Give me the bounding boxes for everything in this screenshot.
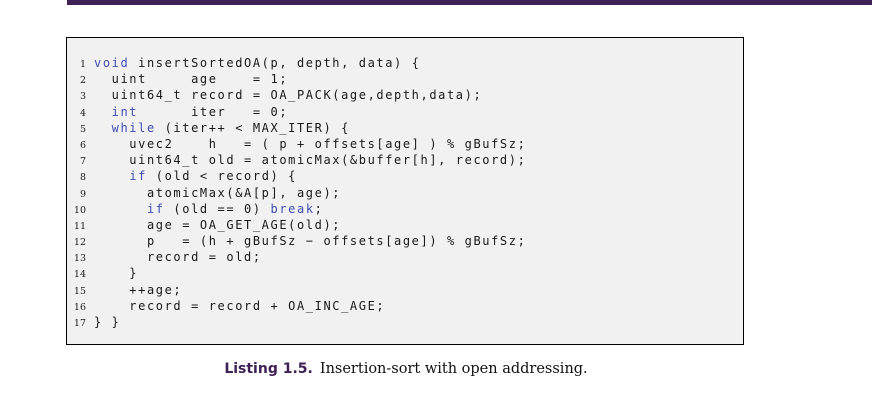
code-line: 14 }	[72, 266, 737, 282]
code-line: 8 if (old < record) {	[72, 169, 737, 185]
line-number: 17	[73, 318, 86, 329]
code-line: 7 uint64_t old = atomicMax(&buffer[h], r…	[72, 153, 737, 169]
code-line: 6 uvec2 h = ( p + offsets[age] ) % gBufS…	[72, 137, 737, 153]
page-header-rule	[67, 0, 872, 5]
line-number: 14	[73, 269, 86, 281]
code-line: 15 ++age;	[72, 283, 737, 299]
line-number: 16	[73, 301, 86, 313]
code-line: 2 uint age = 1;	[72, 72, 737, 88]
line-number: 11	[73, 220, 86, 232]
line-number: 12	[73, 237, 86, 249]
code-text: void insertSortedOA(p, depth, data) {	[94, 56, 421, 70]
code-area: 1 void insertSortedOA(p, depth, data) { 2 …	[67, 38, 743, 331]
code-line: 10 if (old == 0) break;	[72, 202, 737, 218]
listing-caption-text: Insertion-sort with open addressing.	[319, 361, 588, 377]
code-text: uvec2 h = ( p + offsets[age] ) % gBufSz;	[94, 136, 527, 151]
code-text: }	[94, 266, 139, 281]
listing-caption: Listing 1.5. Insertion-sort with open add…	[66, 358, 746, 377]
code-text: } }	[94, 315, 121, 329]
code-listing-box: 1 void insertSortedOA(p, depth, data) { 2 …	[66, 37, 744, 345]
code-line: 16 record = record + OA_INC_AGE;	[72, 299, 737, 315]
code-line: 5 while (iter++ < MAX_ITER) {	[72, 121, 737, 137]
code-line: 3 uint64_t record = OA_PACK(age,depth,da…	[72, 88, 737, 104]
line-number: 10	[73, 204, 86, 216]
line-number: 8	[79, 172, 86, 184]
code-line: 9 atomicMax(&A[p], age);	[72, 186, 737, 202]
code-line: 1 void insertSortedOA(p, depth, data) {	[72, 56, 737, 72]
code-line: 13 record = old;	[72, 250, 737, 266]
line-number: 4	[79, 107, 86, 119]
code-text: record = old;	[94, 250, 262, 265]
code-line: 11 age = OA_GET_AGE(old);	[72, 218, 737, 234]
code-line: 4 int iter = 0;	[72, 105, 737, 121]
code-text: uint64_t record = OA_PACK(age,depth,data…	[94, 88, 483, 103]
line-number: 3	[79, 91, 86, 103]
code-text: while (iter++ < MAX_ITER) {	[111, 120, 350, 135]
code-text: age = OA_GET_AGE(old);	[94, 217, 342, 232]
code-text: ++age;	[94, 282, 183, 297]
code-text: if (old == 0) break;	[146, 201, 324, 216]
line-number: 5	[79, 123, 86, 135]
code-text: if (old < record) {	[129, 169, 297, 184]
line-number: 9	[79, 188, 86, 200]
code-line: 12 p = (h + gBufSz − offsets[age]) % gBu…	[72, 234, 737, 250]
line-number: 1	[79, 59, 86, 70]
line-number: 2	[79, 75, 86, 87]
line-number: 6	[79, 139, 86, 151]
listing-caption-label: Listing 1.5.	[224, 361, 313, 377]
code-text: uint64_t old = atomicMax(&buffer[h], rec…	[94, 153, 527, 168]
code-line: 17 } }	[72, 315, 737, 331]
line-number: 7	[79, 156, 86, 168]
code-text: uint age = 1;	[94, 72, 289, 87]
code-text: atomicMax(&A[p], age);	[94, 185, 342, 200]
code-text: int iter = 0;	[111, 104, 289, 119]
code-text: p = (h + gBufSz − offsets[age]) % gBufSz…	[94, 234, 527, 249]
line-number: 13	[73, 253, 86, 265]
code-text: record = record + OA_INC_AGE;	[94, 298, 386, 313]
line-number: 15	[73, 285, 86, 297]
